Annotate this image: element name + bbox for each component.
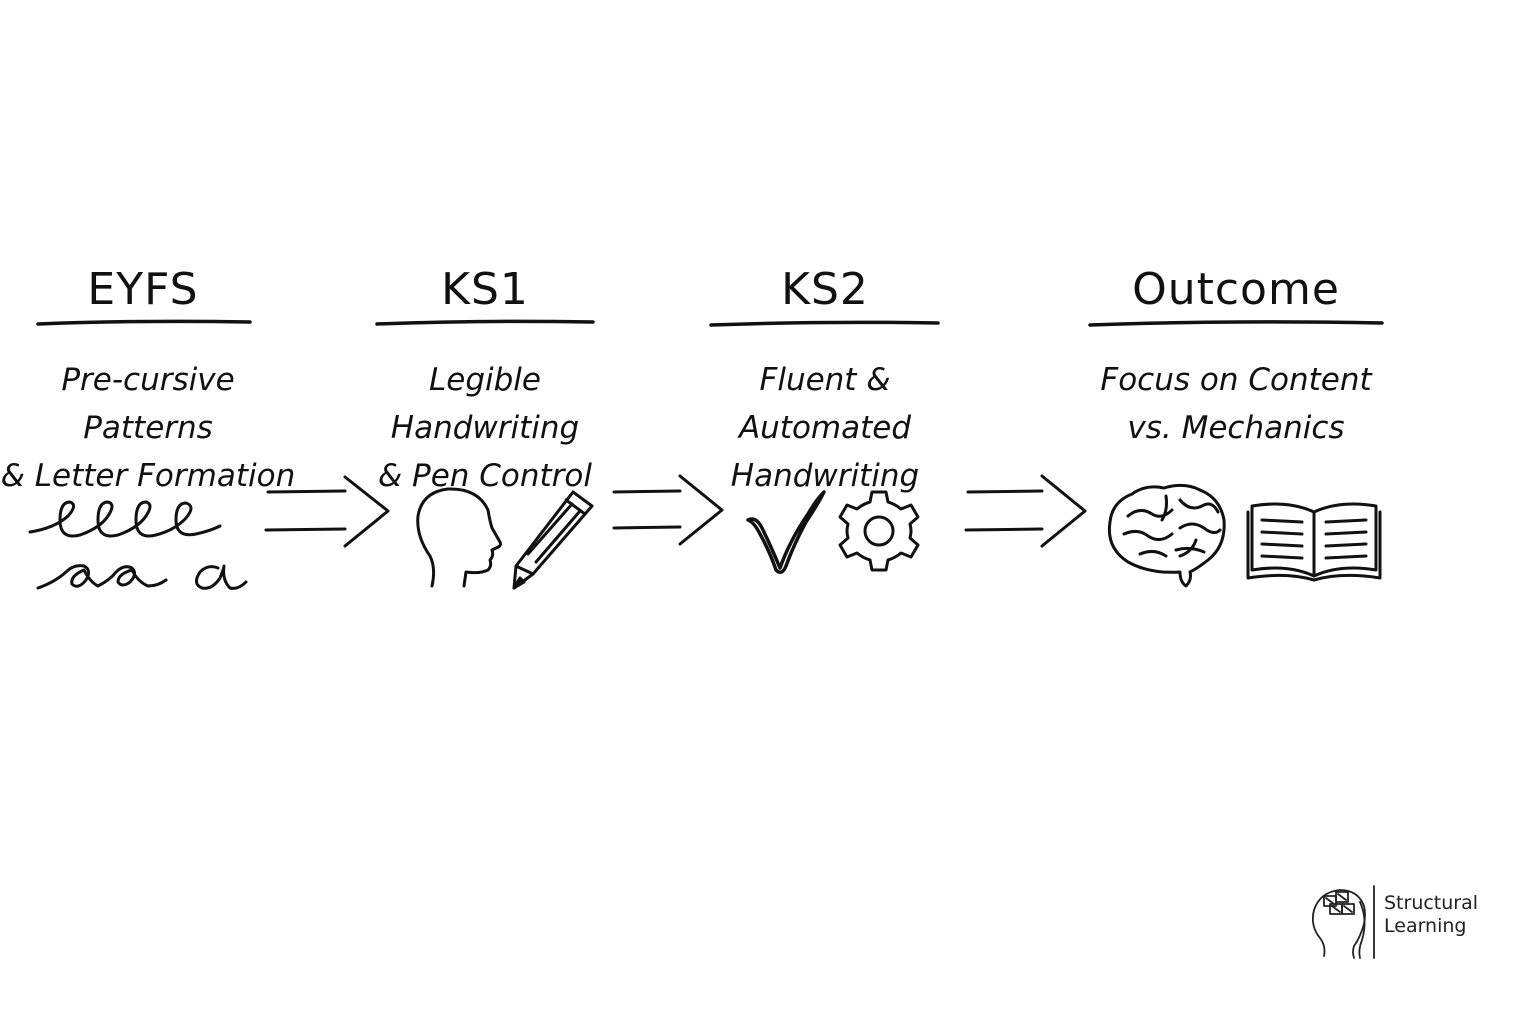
stage-ks1: KS1 Legible Handwriting & Pen Control bbox=[378, 264, 592, 494]
gear-icon bbox=[838, 490, 920, 572]
ks1-underline bbox=[375, 319, 595, 326]
brand-logo: Structural Learning bbox=[1304, 880, 1484, 962]
cursive-patterns-icon bbox=[28, 500, 222, 538]
stage-description-line: Legible Handwriting bbox=[390, 362, 580, 446]
outcome-underline bbox=[1088, 320, 1384, 327]
stage-description-line: Focus on Content bbox=[1100, 362, 1372, 398]
pencil-icon bbox=[512, 490, 594, 590]
stage-description-line: Handwriting bbox=[730, 458, 920, 494]
eyfs-underline bbox=[36, 319, 252, 326]
stage-ks2: KS2 Fluent & Automated Handwriting bbox=[712, 264, 938, 494]
head-profile-icon bbox=[416, 487, 502, 588]
brand-name: Structural Learning bbox=[1384, 892, 1478, 938]
stage-description: Fluent & Automated Handwriting bbox=[672, 356, 978, 500]
checkmark-icon bbox=[746, 490, 826, 574]
stage-description-line: Fluent & Automated bbox=[738, 362, 912, 446]
arrow-ks1-to-ks2-icon bbox=[612, 474, 724, 546]
stage-title: KS2 bbox=[781, 264, 869, 315]
structural-learning-logo-icon bbox=[1311, 885, 1375, 959]
stage-outcome: Outcome Focus on Content vs. Mechanics bbox=[1090, 264, 1382, 464]
arrow-ks2-to-outcome-icon bbox=[964, 474, 1087, 548]
cursive-letters-icon bbox=[36, 564, 168, 590]
stage-description: Pre-cursive Patterns & Letter Formation bbox=[0, 356, 298, 500]
stage-description-line: Pre-cursive Patterns bbox=[61, 362, 235, 446]
stage-description-line: & Letter Formation bbox=[0, 458, 296, 494]
stage-title: Outcome bbox=[1132, 264, 1340, 315]
stage-description: Legible Handwriting & Pen Control bbox=[338, 356, 632, 500]
stage-description-line: & Pen Control bbox=[377, 458, 593, 494]
stage-title: EYFS bbox=[87, 264, 199, 315]
brain-icon bbox=[1107, 483, 1226, 588]
arrow-eyfs-to-ks1-icon bbox=[264, 475, 390, 548]
open-book-icon bbox=[1246, 502, 1382, 582]
cursive-letter-a-icon bbox=[195, 564, 248, 590]
brand-line-2: Learning bbox=[1384, 915, 1467, 937]
stage-title: KS1 bbox=[441, 264, 529, 315]
ks2-underline bbox=[709, 320, 940, 327]
brand-line-1: Structural bbox=[1384, 892, 1479, 914]
stage-description-line: vs. Mechanics bbox=[1127, 410, 1345, 446]
stage-description: Focus on Content vs. Mechanics bbox=[1070, 356, 1402, 452]
stage-eyfs: EYFS Pre-cursive Patterns & Letter Forma… bbox=[1, 264, 295, 494]
